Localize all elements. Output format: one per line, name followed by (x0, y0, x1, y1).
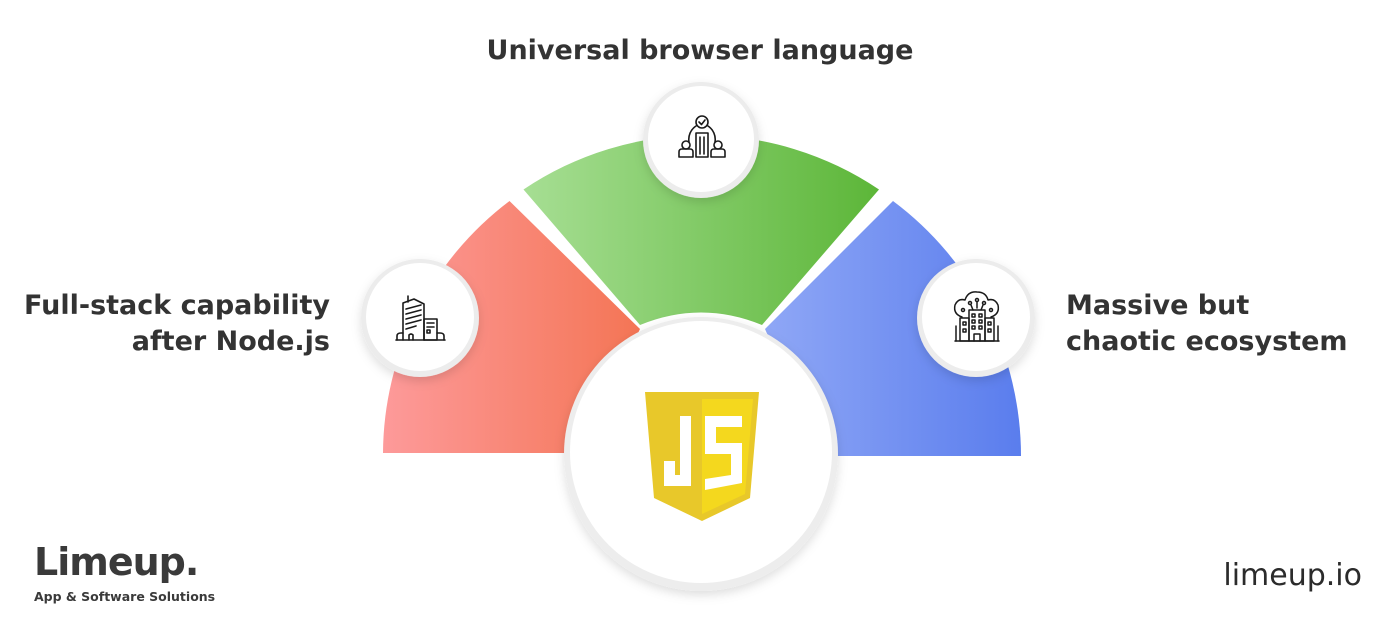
javascript-logo-icon (645, 392, 759, 521)
segment-left (383, 201, 640, 453)
network-people-building-icon (678, 115, 726, 158)
segment-label-right: Massive but chaotic ecosystem (1066, 288, 1348, 360)
icon-circle-left (361, 259, 479, 377)
icon-circle-top (643, 82, 759, 198)
label-line: Massive but (1066, 290, 1250, 321)
segment-label-top: Universal browser language (0, 33, 1400, 69)
label-line: chaotic ecosystem (1066, 326, 1348, 357)
icon-circle-right (917, 259, 1035, 377)
cloud-building-icon (953, 291, 1000, 342)
label-line: Universal browser language (486, 35, 914, 66)
brand-name: Limeup. (34, 540, 199, 584)
center-circle (564, 317, 838, 591)
office-building-icon (395, 295, 446, 341)
brand-tagline: App & Software Solutions (34, 589, 216, 604)
label-line: Full-stack capability (24, 290, 330, 321)
segment-label-left: Full-stack capability after Node.js (24, 288, 330, 360)
brand-logo: Limeup. App & Software Solutions (34, 540, 215, 604)
segment-top (523, 135, 879, 325)
label-line: after Node.js (131, 326, 330, 357)
site-url: limeup.io (1223, 558, 1362, 593)
